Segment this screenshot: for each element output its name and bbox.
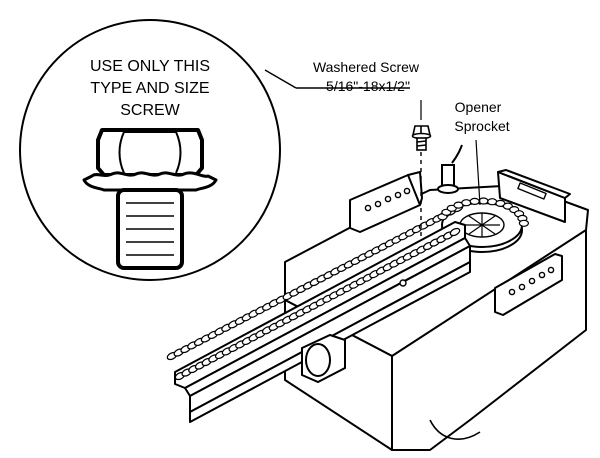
chain-lower: [174, 227, 461, 381]
screw-post: [437, 144, 463, 194]
large-screw-illustration: [82, 128, 218, 270]
chain-link: [469, 197, 480, 205]
sprocket-label: Sprocket: [454, 118, 509, 134]
right-bracket: [494, 253, 563, 316]
left-bracket: [349, 171, 423, 233]
chain-around-sprocket: [437, 197, 530, 227]
washered-screw-label: Washered Screw: [313, 59, 420, 75]
rear-bracket: [497, 169, 571, 223]
screw-size-label: 5/16"-18x1/2": [326, 78, 410, 94]
opener-label: Opener: [455, 99, 502, 115]
sprocket-leader-line: [475, 139, 481, 206]
power-cord: [429, 419, 481, 440]
chain-link: [461, 199, 472, 207]
callout-leader-line-tail: [264, 69, 297, 89]
callout-line-3: SCREW: [120, 102, 180, 119]
callout-line-1: USE ONLY THIS: [90, 58, 210, 75]
washered-screw: [411, 125, 432, 151]
chain-link: [518, 219, 530, 227]
chain-link: [449, 227, 461, 237]
motor-housing-nub: [301, 333, 346, 384]
callout-line-2: TYPE AND SIZE: [90, 80, 209, 97]
rail-rivet: [399, 279, 407, 287]
magnifier-callout: USE ONLY THIS TYPE AND SIZE SCREW: [19, 19, 281, 281]
